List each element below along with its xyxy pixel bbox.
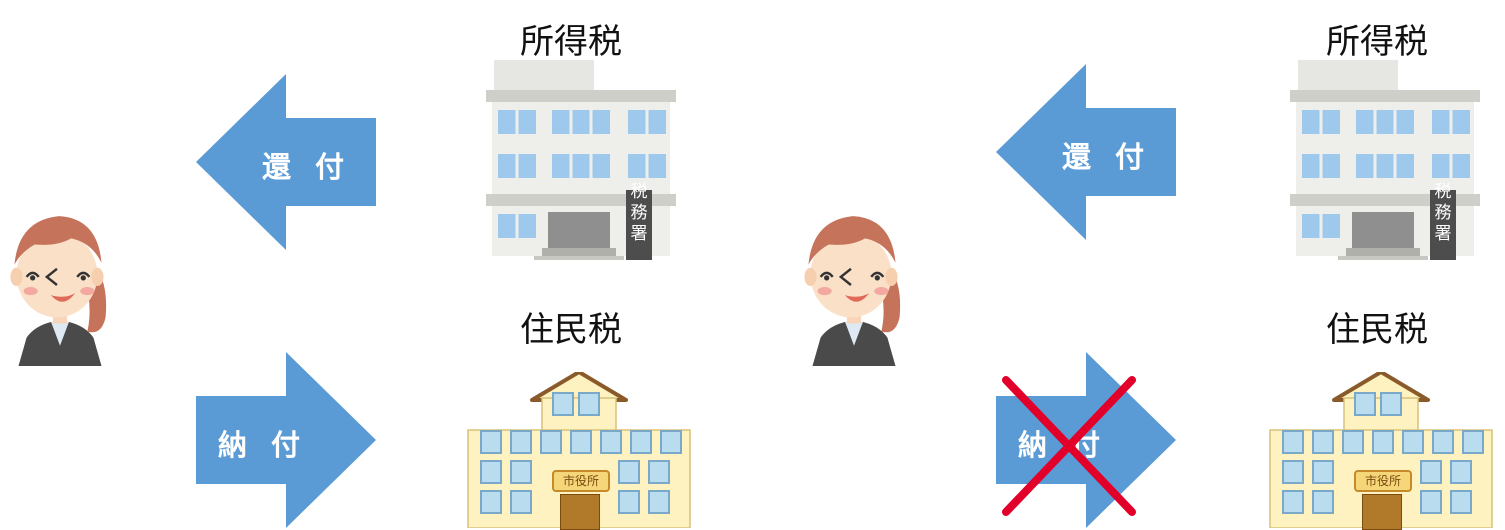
- payment-label: 納付: [218, 422, 300, 464]
- city-hall-window: [660, 430, 682, 454]
- arrow-right-icon: [996, 352, 1176, 528]
- city-hall-window: [510, 460, 532, 484]
- arrow-left-icon: [996, 64, 1176, 240]
- sign-char: 税: [1434, 182, 1452, 202]
- income-tax-title: 所得税: [1326, 22, 1428, 62]
- city-hall-door: [560, 494, 600, 530]
- city-hall-building: 市役所: [466, 372, 692, 530]
- woman-avatar: [798, 204, 910, 366]
- refund-label: 還付: [262, 144, 344, 186]
- refund-char: 付: [1115, 140, 1145, 174]
- city-hall-window: [600, 430, 622, 454]
- city-hall-window: [1402, 430, 1424, 454]
- refund-label: 還付: [1062, 134, 1144, 176]
- city-hall-window: [630, 430, 652, 454]
- city-hall-window: [648, 460, 670, 484]
- city-hall-window: [618, 460, 640, 484]
- city-hall-window: [648, 490, 670, 514]
- woman-icon: [798, 204, 910, 366]
- refund-char: 還: [1062, 140, 1092, 174]
- payment-arrow: 納付: [196, 352, 376, 528]
- city-hall-window: [552, 392, 574, 416]
- city-hall-window: [480, 460, 502, 484]
- sign-char: 務: [1434, 203, 1452, 223]
- city-hall-window: [1342, 430, 1364, 454]
- city-hall-window: [510, 430, 532, 454]
- panel-left: 所得税 税 務 署 還付 住民税 納付 市役所: [0, 22, 760, 530]
- panel-right: 所得税 税 務 署 還付 住民税 納付 市役所: [780, 0, 1505, 530]
- city-hall-window: [1380, 392, 1402, 416]
- payment-char: 付: [271, 428, 301, 462]
- city-hall-window: [578, 392, 600, 416]
- city-hall-sign: 市役所: [552, 470, 610, 492]
- city-hall-window: [1462, 430, 1484, 454]
- payment-char: 納: [1018, 428, 1048, 462]
- city-hall-window: [1282, 460, 1304, 484]
- tax-office-building: 税 務 署: [1290, 60, 1480, 260]
- refund-arrow: 還付: [196, 74, 376, 250]
- city-hall-window: [570, 430, 592, 454]
- payment-arrow: 納付: [996, 352, 1176, 528]
- tax-office-building: 税 務 署: [486, 60, 676, 260]
- city-hall-window: [1312, 460, 1334, 484]
- city-hall-window: [1420, 490, 1442, 514]
- sign-char: 務: [630, 203, 648, 223]
- city-hall-window: [480, 430, 502, 454]
- city-hall-window: [1450, 490, 1472, 514]
- city-hall-window: [1432, 430, 1454, 454]
- resident-tax-title: 住民税: [1326, 310, 1428, 350]
- city-hall-window: [1282, 490, 1304, 514]
- city-hall-window: [1450, 460, 1472, 484]
- city-hall-window: [1372, 430, 1394, 454]
- woman-icon: [4, 204, 116, 366]
- cross-icon: [1002, 376, 1136, 516]
- refund-arrow: 還付: [996, 64, 1176, 240]
- city-hall-door: [1362, 494, 1402, 530]
- city-hall-window: [540, 430, 562, 454]
- arrow-right-icon: [196, 352, 376, 528]
- woman-avatar: [4, 204, 116, 366]
- city-hall-window: [1282, 430, 1304, 454]
- city-hall-window: [618, 490, 640, 514]
- refund-char: 付: [315, 150, 345, 184]
- sign-char: 署: [1434, 224, 1452, 244]
- city-hall-window: [480, 490, 502, 514]
- payment-char: 納: [218, 428, 248, 462]
- tax-office-sign: 税 務 署: [1430, 182, 1456, 245]
- city-hall-building: 市役所: [1268, 372, 1494, 530]
- resident-tax-title: 住民税: [520, 310, 622, 350]
- income-tax-title: 所得税: [520, 22, 622, 62]
- city-hall-window: [1420, 460, 1442, 484]
- arrow-left-icon: [196, 74, 376, 250]
- city-hall-sign: 市役所: [1354, 470, 1412, 492]
- city-hall-window: [1312, 430, 1334, 454]
- city-hall-window: [1354, 392, 1376, 416]
- sign-char: 税: [630, 182, 648, 202]
- refund-char: 還: [262, 150, 292, 184]
- city-hall-window: [1312, 490, 1334, 514]
- sign-char: 署: [630, 224, 648, 244]
- city-hall-window: [510, 490, 532, 514]
- tax-office-sign: 税 務 署: [626, 182, 652, 245]
